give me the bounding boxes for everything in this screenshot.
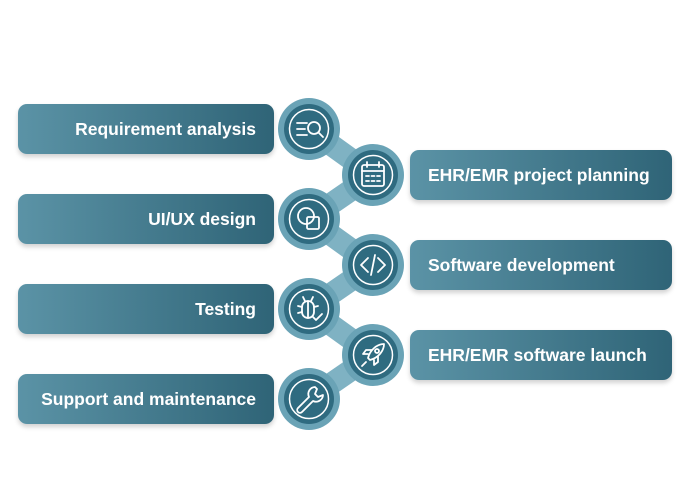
step-label-requirement-analysis: Requirement analysis (18, 104, 274, 154)
step-label-ui-ux-design: UI/UX design (18, 194, 274, 244)
search-list-icon (277, 97, 341, 161)
calendar-icon (341, 143, 405, 207)
step-label-software-development: Software development (410, 240, 672, 290)
step-label-testing: Testing (18, 284, 274, 334)
rocket-icon (341, 323, 405, 387)
step-label-project-planning: EHR/EMR project planning (410, 150, 672, 200)
step-label-support-maintenance: Support and maintenance (18, 374, 274, 424)
wrench-icon (277, 367, 341, 431)
code-icon (341, 233, 405, 297)
step-label-software-launch: EHR/EMR software launch (410, 330, 672, 380)
shapes-icon (277, 187, 341, 251)
bug-check-icon (277, 277, 341, 341)
